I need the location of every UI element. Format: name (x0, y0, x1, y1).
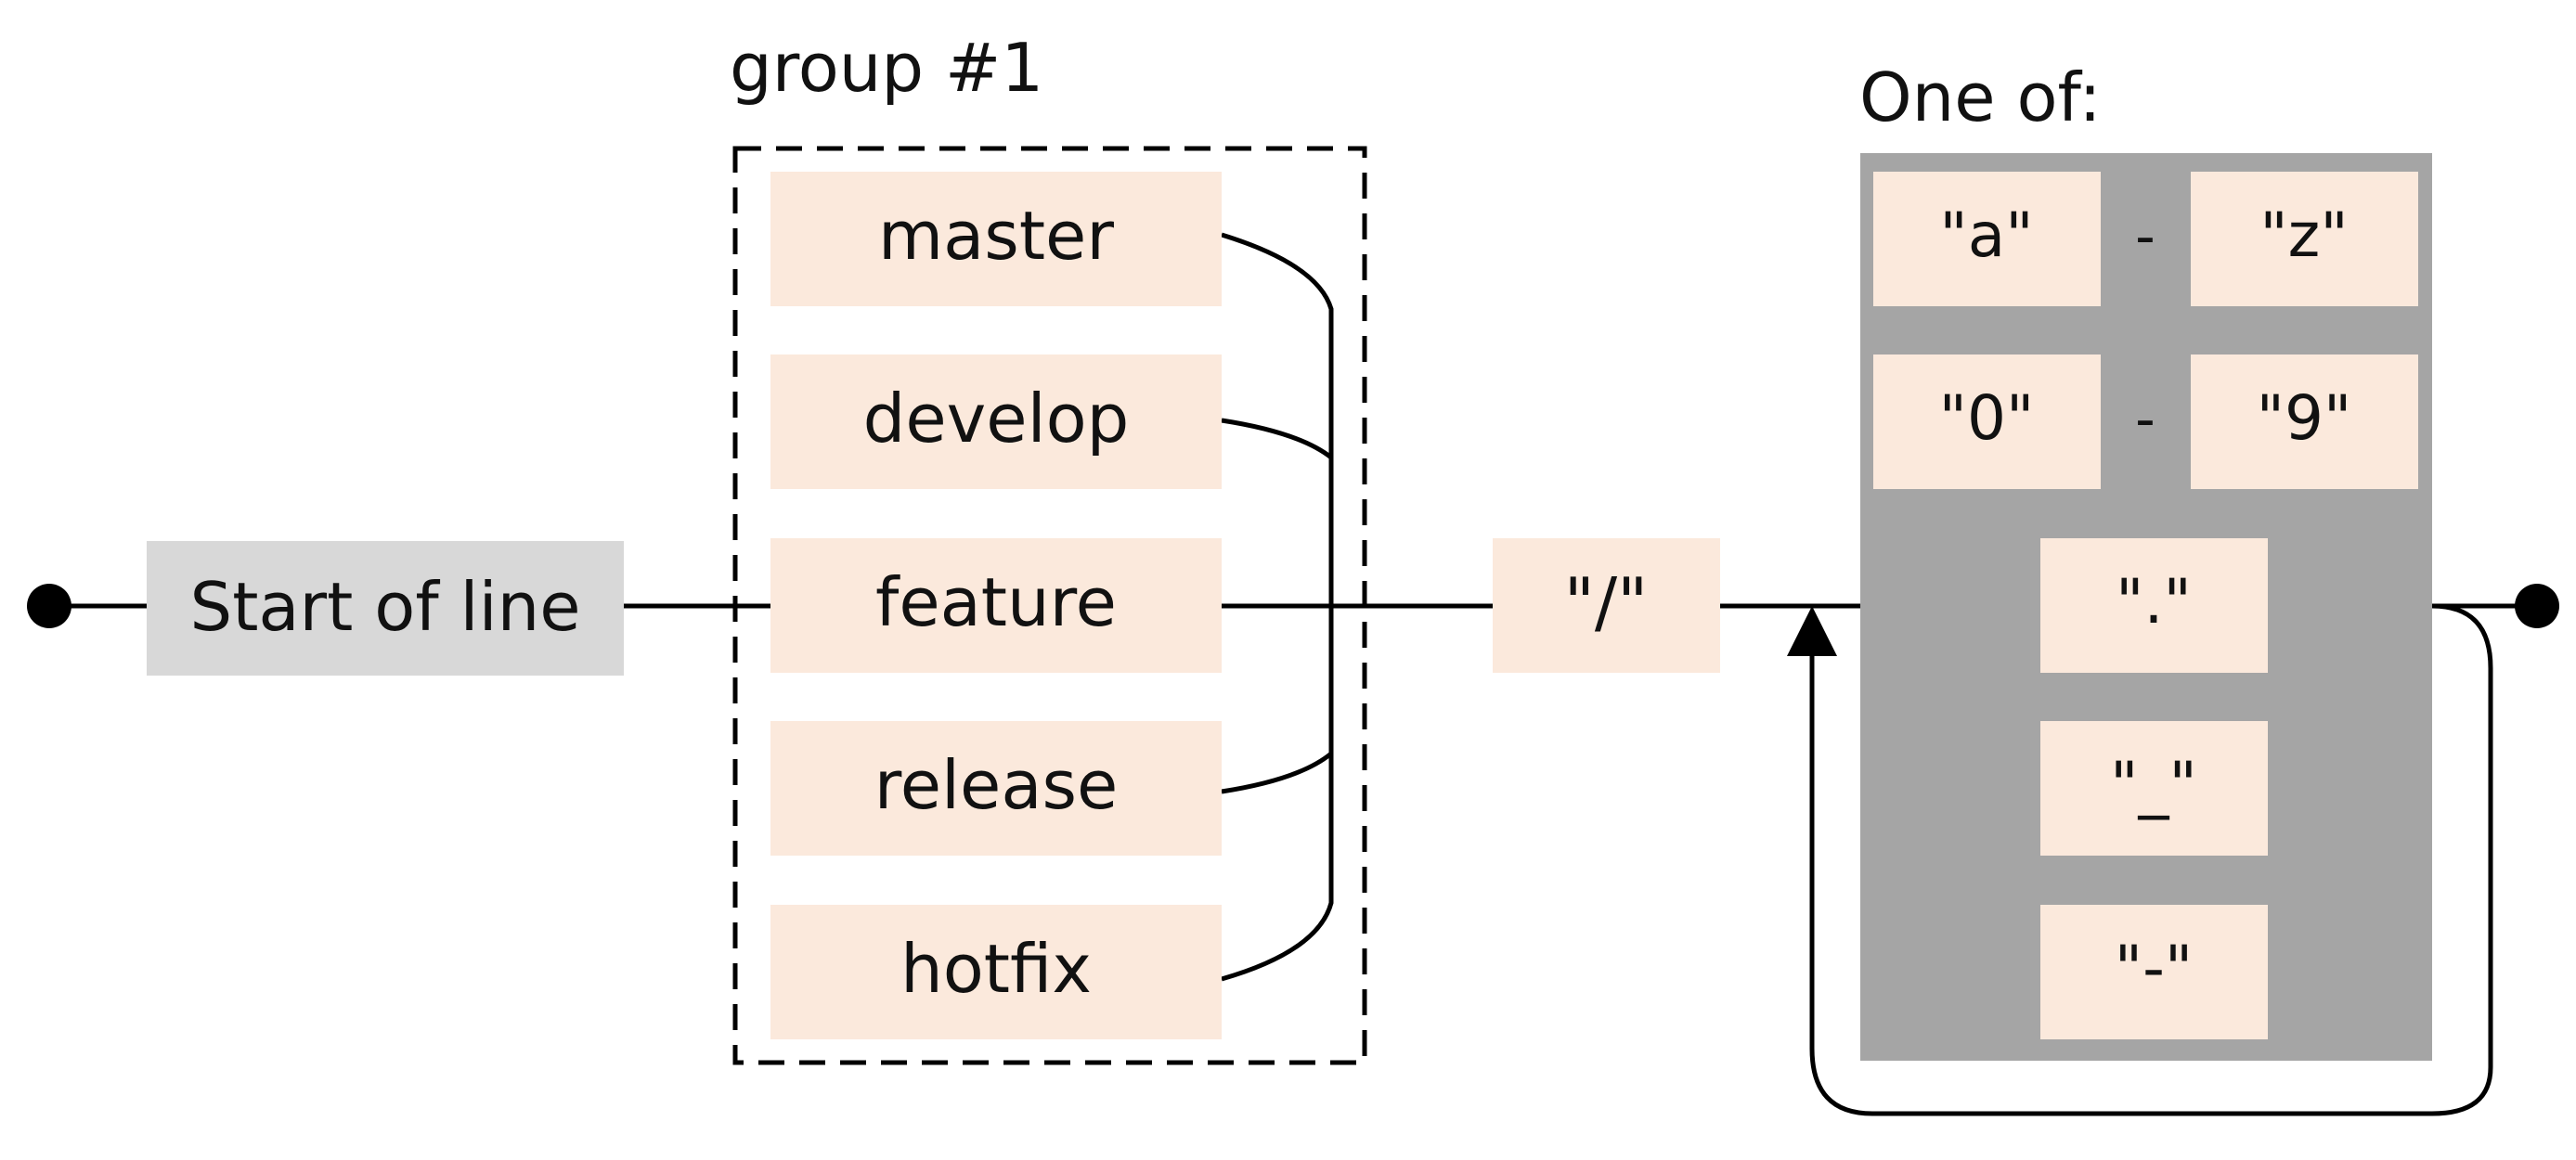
range-from-label: "0" (1939, 382, 2035, 454)
start-of-line-label: Start of line (190, 568, 581, 646)
alternative-master: master (770, 172, 1222, 306)
literal-dot: "." (2040, 538, 2268, 673)
alternative-label: release (874, 746, 1119, 824)
literal-label: "-" (2115, 933, 2194, 1004)
alternative-release: release (770, 721, 1222, 856)
alternative-label: feature (875, 563, 1117, 641)
literal-underscore: "_" (2040, 721, 2268, 856)
capture-group-1: group #1 master develop feature release … (730, 29, 1367, 1065)
range-to-label: "z" (2259, 200, 2348, 271)
range-separator: - (2135, 387, 2155, 452)
slash-literal-label: "/" (1564, 563, 1649, 641)
alternative-label: master (878, 197, 1114, 275)
slash-literal-node: "/" (1493, 538, 1720, 673)
literal-label: "_" (2110, 749, 2197, 820)
connectors (49, 232, 2537, 1116)
alternative-hotfix: hotfix (770, 905, 1222, 1039)
literal-label: "." (2116, 566, 2192, 638)
one-of-label: One of: (1859, 58, 2102, 136)
alternative-develop: develop (770, 354, 1222, 489)
start-terminal-dot (27, 584, 71, 628)
alternative-feature: feature (770, 538, 1222, 673)
range-0-9: "0" - "9" (1873, 354, 2418, 489)
range-to-label: "9" (2257, 382, 2352, 454)
range-from-label: "a" (1939, 200, 2033, 271)
one-of-charset: One of: "a" - "z" "0" - "9" "." "_" (1859, 58, 2432, 1061)
range-separator: - (2135, 204, 2155, 269)
start-of-line-node: Start of line (147, 541, 624, 676)
loop-arrowhead-icon (1787, 606, 1837, 656)
alternative-label: develop (863, 380, 1130, 458)
group-label: group #1 (730, 29, 1043, 107)
range-a-z: "a" - "z" (1873, 172, 2418, 306)
alternative-label: hotfix (900, 930, 1092, 1008)
end-terminal-dot (2515, 584, 2559, 628)
literal-hyphen: "-" (2040, 905, 2268, 1039)
